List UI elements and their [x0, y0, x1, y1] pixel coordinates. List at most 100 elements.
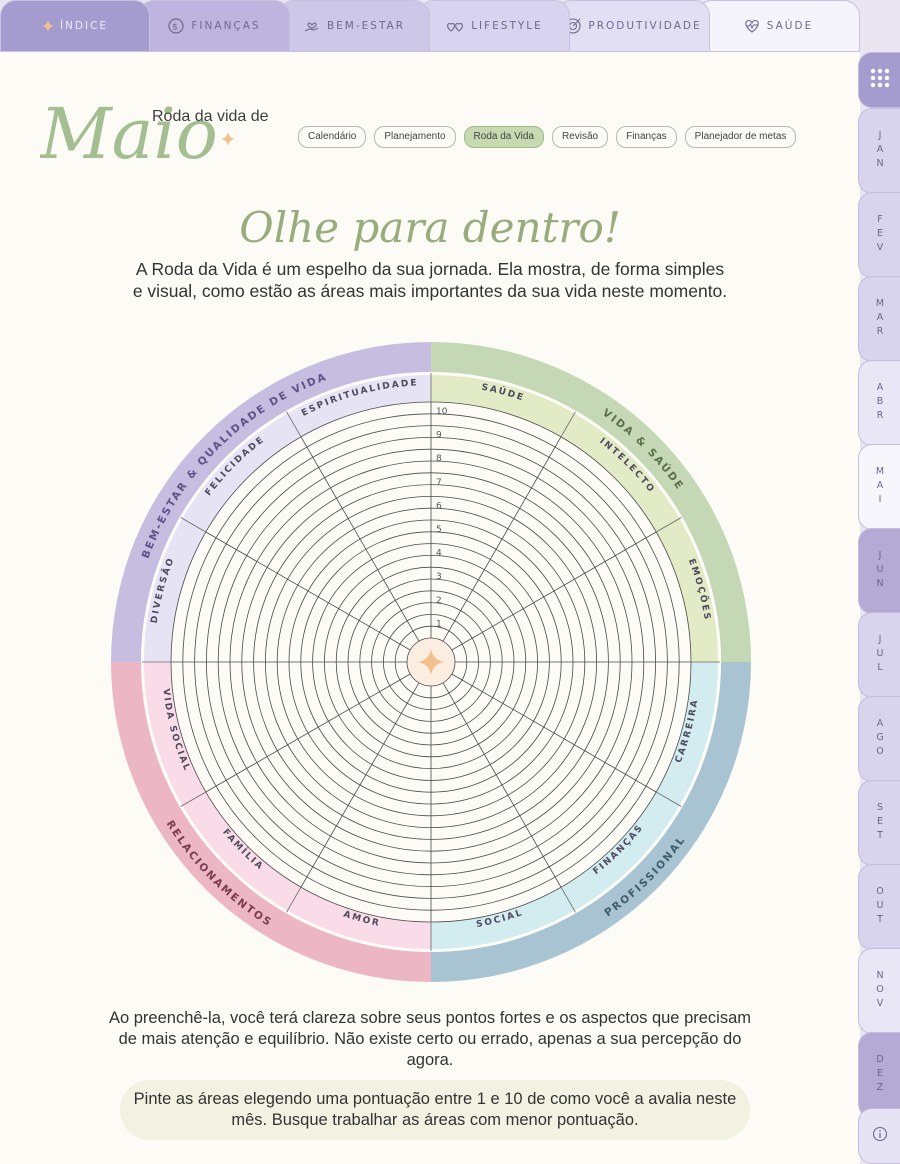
- spoke: [205, 531, 411, 651]
- month-tab-label: FEV: [874, 214, 886, 256]
- area-divider: [560, 886, 576, 913]
- area-ring-segment: [182, 413, 301, 532]
- area-ring-segment: [287, 887, 431, 949]
- group-ring-segment: [111, 342, 431, 662]
- area-ring-segment: [431, 887, 575, 949]
- page-title: Roda da vida de: [152, 108, 269, 125]
- nav-pill[interactable]: Revisão: [551, 126, 609, 148]
- area-ring-segment: [144, 518, 206, 662]
- instruction-note: Pinte as áreas elegendo uma pontuação en…: [120, 1080, 750, 1140]
- tab-label: LIFESTYLE: [471, 20, 543, 32]
- headline-text: Olhe para dentro!: [239, 203, 620, 252]
- month-tab-set[interactable]: SET: [858, 780, 900, 866]
- scale-number: 4: [436, 549, 442, 559]
- month-tab-mai[interactable]: MAI: [858, 444, 900, 530]
- tab-indice[interactable]: ÍNDICE: [0, 0, 150, 52]
- explanation-text: Ao preenchê-la, você terá clareza sobre …: [108, 1009, 752, 1069]
- headline: Olhe para dentro!: [220, 192, 640, 266]
- tab-label: PRODUTIVIDADE: [588, 20, 702, 32]
- tab-label: FINANÇAS: [191, 20, 261, 32]
- scale-number: 1: [436, 619, 442, 629]
- nav-pill[interactable]: Planejador de metas: [684, 126, 797, 148]
- month-tab-label: JAN: [874, 130, 886, 172]
- tab-financas[interactable]: $ FINANÇAS: [138, 0, 290, 52]
- month-tab-ago[interactable]: AGO: [858, 696, 900, 782]
- month-tab-mar[interactable]: MAR: [858, 276, 900, 362]
- scale-number: 2: [436, 596, 442, 606]
- month-tab-out[interactable]: OUT: [858, 864, 900, 950]
- group-ring-segment: [431, 662, 751, 982]
- hearts-icon: [445, 17, 465, 35]
- svg-text:$: $: [173, 23, 181, 33]
- scale-number: 9: [436, 431, 442, 441]
- tab-label: BEM-ESTAR: [326, 20, 406, 32]
- scale-number: 3: [436, 572, 442, 582]
- group-ring-segment: [431, 342, 751, 662]
- month-tab-jul[interactable]: JUL: [858, 612, 900, 698]
- group-ring-segment: [111, 662, 431, 982]
- scale-number: 6: [436, 501, 442, 511]
- grid-icon: [869, 67, 891, 94]
- heartbeat-icon: [743, 18, 761, 34]
- spoke: [451, 673, 657, 793]
- month-tab-label: NOV: [874, 970, 886, 1012]
- nav-pill[interactable]: Planejamento: [374, 126, 456, 148]
- month-tab-label: DEZ: [874, 1054, 886, 1096]
- month-tab-label: AGO: [874, 718, 886, 760]
- section-tab-bar: ÍNDICE $ FINANÇAS BEM-ESTAR LIFESTYLE PR…: [0, 0, 860, 52]
- area-divider: [560, 411, 576, 438]
- tab-produtividade[interactable]: PRODUTIVIDADE: [556, 0, 710, 52]
- month-tab-label: SET: [874, 802, 886, 844]
- month-script-title: Maio: [38, 88, 250, 175]
- hand-heart-icon: [303, 17, 321, 35]
- month-tab-dez[interactable]: DEZ: [858, 1032, 900, 1118]
- spoke: [205, 673, 411, 793]
- area-ring-segment: [561, 413, 680, 532]
- tab-saude[interactable]: SAÚDE: [696, 0, 860, 52]
- menu-button[interactable]: [858, 52, 900, 108]
- scale-number: 10: [436, 407, 448, 417]
- tab-bem-estar[interactable]: BEM-ESTAR: [278, 0, 430, 52]
- month-tab-fev[interactable]: FEV: [858, 192, 900, 278]
- area-divider: [286, 411, 302, 438]
- tab-lifestyle[interactable]: LIFESTYLE: [418, 0, 570, 52]
- nav-pill[interactable]: Finanças: [616, 126, 677, 148]
- info-icon: [872, 1126, 888, 1147]
- month-tab-jun[interactable]: JUN: [858, 528, 900, 614]
- area-ring-segment: [144, 662, 206, 806]
- month-tab-label: MAR: [874, 298, 886, 340]
- month-name: Maio: [40, 93, 218, 168]
- spoke: [442, 682, 562, 888]
- month-tab-nov[interactable]: NOV: [858, 948, 900, 1034]
- area-divider: [286, 886, 302, 913]
- tab-label: ÍNDICE: [59, 20, 109, 32]
- sparkle-icon: [221, 131, 235, 150]
- area-ring-segment: [656, 518, 718, 662]
- area-divider: [655, 791, 682, 807]
- month-tab-label: MAI: [874, 466, 886, 508]
- area-ring-segment: [287, 375, 431, 437]
- money-icon: $: [167, 17, 185, 35]
- spoke: [300, 436, 420, 642]
- month-tab-abr[interactable]: ABR: [858, 360, 900, 446]
- area-ring-segment: [431, 375, 575, 437]
- month-tab-label: JUL: [874, 634, 886, 676]
- tab-label: SAÚDE: [766, 20, 814, 32]
- area-divider: [655, 517, 682, 533]
- month-tab-label: JUN: [874, 550, 886, 592]
- info-button[interactable]: [858, 1108, 900, 1164]
- nav-pill[interactable]: Calendário: [298, 126, 367, 148]
- scale-number: 5: [436, 525, 442, 535]
- spoke: [442, 436, 562, 642]
- area-ring-segment: [182, 792, 301, 911]
- spoke: [300, 682, 420, 888]
- area-divider: [180, 791, 207, 807]
- instruction-text: Pinte as áreas elegendo uma pontuação en…: [133, 1090, 737, 1129]
- nav-pill[interactable]: Roda da Vida: [463, 126, 544, 148]
- scale-number: 7: [436, 478, 442, 488]
- month-tab-jan[interactable]: JAN: [858, 108, 900, 194]
- section-nav: Calendário Planejamento Roda da Vida Revisã…: [298, 126, 797, 148]
- sparkle-icon: [41, 20, 54, 32]
- scale-number: 8: [436, 454, 442, 464]
